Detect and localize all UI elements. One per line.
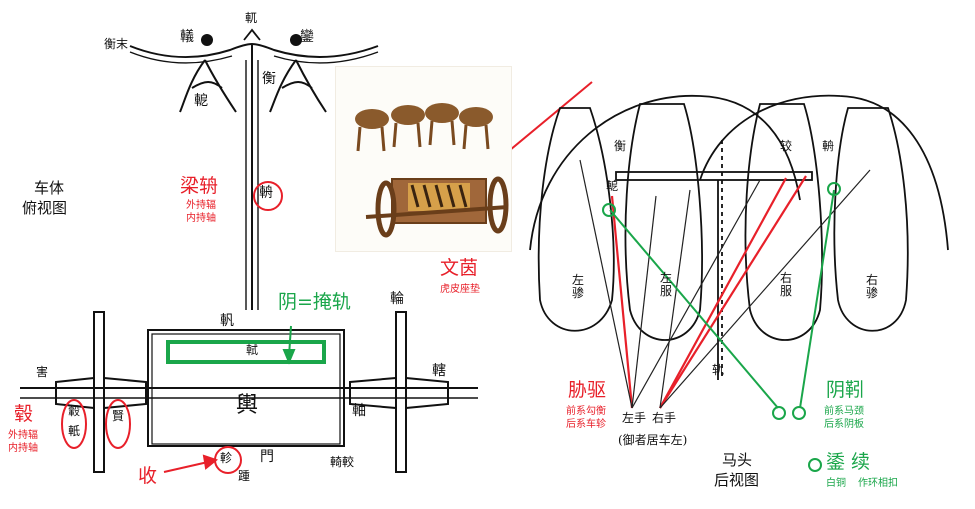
xiequ-sub-1: 前系勾衡	[566, 406, 606, 417]
shou-label: 收	[138, 465, 158, 487]
left-hand-label: 左手	[622, 411, 647, 425]
xiequ-sub-2: 后系车轸	[566, 419, 606, 430]
glyph-zhou-top: 軓	[220, 313, 234, 329]
rear-yoke-beam	[615, 171, 813, 181]
glyph-yi: 輢較	[330, 455, 355, 469]
left-yoke-saddle	[179, 59, 237, 113]
horse-far-right	[833, 107, 909, 332]
top-view-title-1: 车体	[34, 179, 65, 197]
yin-label: 阴=掩轨	[278, 291, 351, 313]
rear-glyph-zhou: 輈	[822, 139, 835, 153]
rear-glyph-e: 軶	[606, 179, 619, 193]
gu-sub-2: 内持轴	[8, 443, 38, 454]
glyph-zhou: 軸	[352, 403, 366, 419]
horse-label-right-inner: 右服	[780, 271, 793, 299]
right-hand-label: 右手	[652, 411, 677, 425]
right-hub-outer	[405, 376, 449, 410]
rear-view-title-2: 后视图	[714, 471, 760, 489]
horse-label-left-inner: 左服	[660, 271, 673, 299]
glyph-luan: 鑾	[300, 29, 314, 45]
glyph-lun: 輪	[390, 291, 404, 307]
driver-caption: (御者居车左)	[618, 433, 688, 447]
glyph-guan: 轙	[180, 29, 194, 45]
xiequ-label: 胁驱	[568, 379, 607, 401]
glyph-shi: 軾	[246, 343, 259, 357]
wuxu-ring-bottom-1	[772, 406, 786, 420]
horse-far-left	[537, 107, 615, 332]
glyph-heng: 衡	[262, 71, 276, 87]
glyph-yu: 輿	[236, 393, 259, 418]
left-bell	[201, 34, 213, 46]
wuxu-label: 鋈 续	[826, 451, 871, 473]
rear-view-title-1: 马头	[722, 451, 753, 469]
gu-label: 毂	[14, 403, 34, 425]
chariot-box	[147, 329, 345, 447]
shou-arrow	[163, 461, 209, 473]
rear-glyph-zhong: 轨	[712, 363, 725, 377]
glyph-zhuan: 輈	[259, 185, 273, 201]
right-hub	[349, 376, 397, 410]
wuxu-sub-1: 白铜	[826, 478, 846, 489]
horse-label-right-outer: 右骖	[866, 273, 879, 301]
glyph-wei: 害	[36, 365, 49, 379]
liangzhou-sub-1: 外持辐	[186, 200, 216, 211]
yinyin-sub-1: 前系马颈	[824, 406, 864, 417]
gu-sub-1: 外持辐	[8, 430, 38, 441]
rear-glyph-heng: 衡	[614, 139, 627, 153]
photo-arrow	[497, 81, 593, 161]
glyph-men: 門	[260, 449, 274, 465]
liangzhou-sub-2: 内持轴	[186, 213, 216, 224]
glyph-heng-mo: 衡末	[104, 37, 129, 51]
chariot-photo-art	[355, 103, 509, 238]
horse-label-left-outer: 左骖	[572, 273, 585, 301]
yinyin-label: 阴靷	[826, 379, 865, 401]
right-yoke-saddle	[269, 59, 327, 113]
left-hub	[55, 376, 95, 410]
chariot-photo	[335, 66, 512, 252]
glyph-zhen: 軫	[220, 451, 233, 465]
liangzhou-ring	[253, 181, 283, 211]
wenyin-sub: 虎皮座垫	[440, 284, 480, 295]
right-bell	[290, 34, 302, 46]
glyph-zhong: 踵	[238, 469, 251, 483]
glyph-gu-1: 轂	[68, 404, 81, 418]
horse-inner-left	[624, 103, 703, 341]
wenyin-label: 文茵	[440, 257, 479, 279]
gu-ring-2	[105, 399, 131, 449]
wuxu-ring-right	[827, 182, 841, 196]
wuxu-ring-bottom-2	[792, 406, 806, 420]
liangzhou-label: 梁辀	[180, 175, 219, 197]
gu-ring-1	[61, 399, 87, 449]
horse-inner-right	[744, 103, 823, 341]
top-view-title-2: 俯视图	[22, 199, 68, 217]
wuxu-legend-ring	[808, 458, 822, 472]
glyph-ren: 軏	[245, 11, 258, 25]
wuxu-sub-2: 作环相扣	[858, 478, 898, 489]
yin-front-board	[166, 340, 326, 364]
glyph-gu-2: 軝	[68, 424, 81, 438]
rear-glyph-qin: 较	[780, 139, 793, 153]
glyph-gu-3: 賢	[112, 409, 125, 423]
wuxu-ring-left	[602, 203, 616, 217]
left-hub-inner	[103, 376, 147, 410]
glyph-xia: 轄	[432, 363, 446, 379]
glyph-e: 軶	[194, 93, 208, 109]
yinyin-sub-2: 后系阴板	[824, 419, 864, 430]
